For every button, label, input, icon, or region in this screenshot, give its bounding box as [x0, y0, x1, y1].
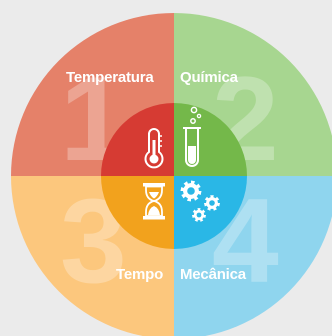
inner-circle — [101, 103, 247, 249]
gear-hole — [196, 212, 202, 218]
gear-hole — [187, 187, 195, 195]
label-temperatura: Temperatura — [66, 69, 154, 86]
label-mecanica: Mecânica — [180, 266, 246, 283]
gears-icon — [180, 180, 220, 222]
thermometer-icon — [144, 128, 164, 169]
label-tempo: Tempo — [116, 266, 164, 283]
gear-hole — [209, 200, 215, 206]
test-tube-icon — [183, 106, 202, 167]
hourglass-icon — [143, 183, 165, 220]
label-quimica: Química — [180, 69, 238, 86]
